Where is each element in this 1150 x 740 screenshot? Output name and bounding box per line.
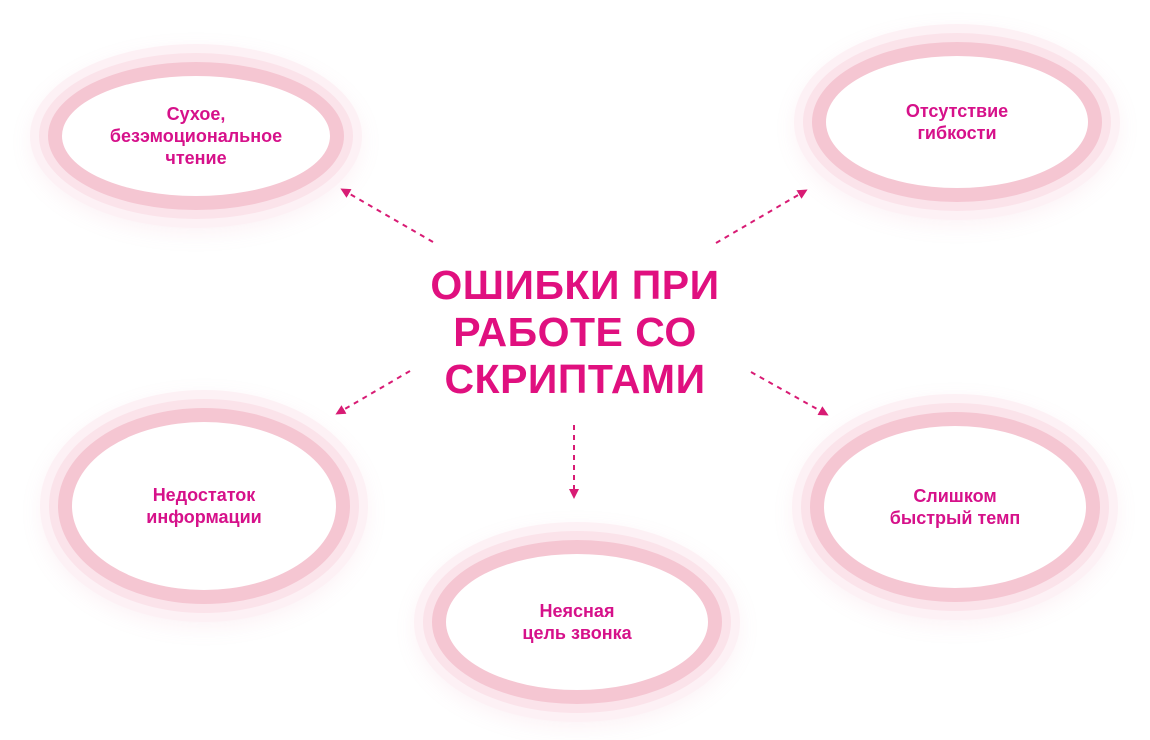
- arrow-to-no-flexibility: [715, 189, 808, 244]
- arrow-to-lack-of-info: [335, 370, 411, 415]
- node-dry-reading: Сухое, безэмоциональное чтение: [48, 62, 344, 210]
- node-no-flexibility: Отсутствие гибкости: [812, 42, 1102, 202]
- diagram-title: ОШИБКИ ПРИ РАБОТЕ СО СКРИПТАМИ: [430, 262, 720, 402]
- node-label: Неясная цель звонка: [522, 601, 632, 643]
- node-label: Слишком быстрый темп: [889, 486, 1021, 528]
- node-lack-of-info: Недостаток информации: [58, 408, 350, 604]
- arrow-to-dry-reading: [340, 188, 434, 243]
- node-label: Недостаток информации: [146, 485, 262, 527]
- node-label: Сухое, безэмоциональное чтение: [109, 104, 283, 168]
- arrow-to-too-fast: [750, 371, 829, 416]
- node-unclear-goal: Неясная цель звонка: [432, 540, 722, 704]
- node-label: Отсутствие гибкости: [905, 101, 1009, 143]
- node-too-fast: Слишком быстрый темп: [810, 412, 1100, 602]
